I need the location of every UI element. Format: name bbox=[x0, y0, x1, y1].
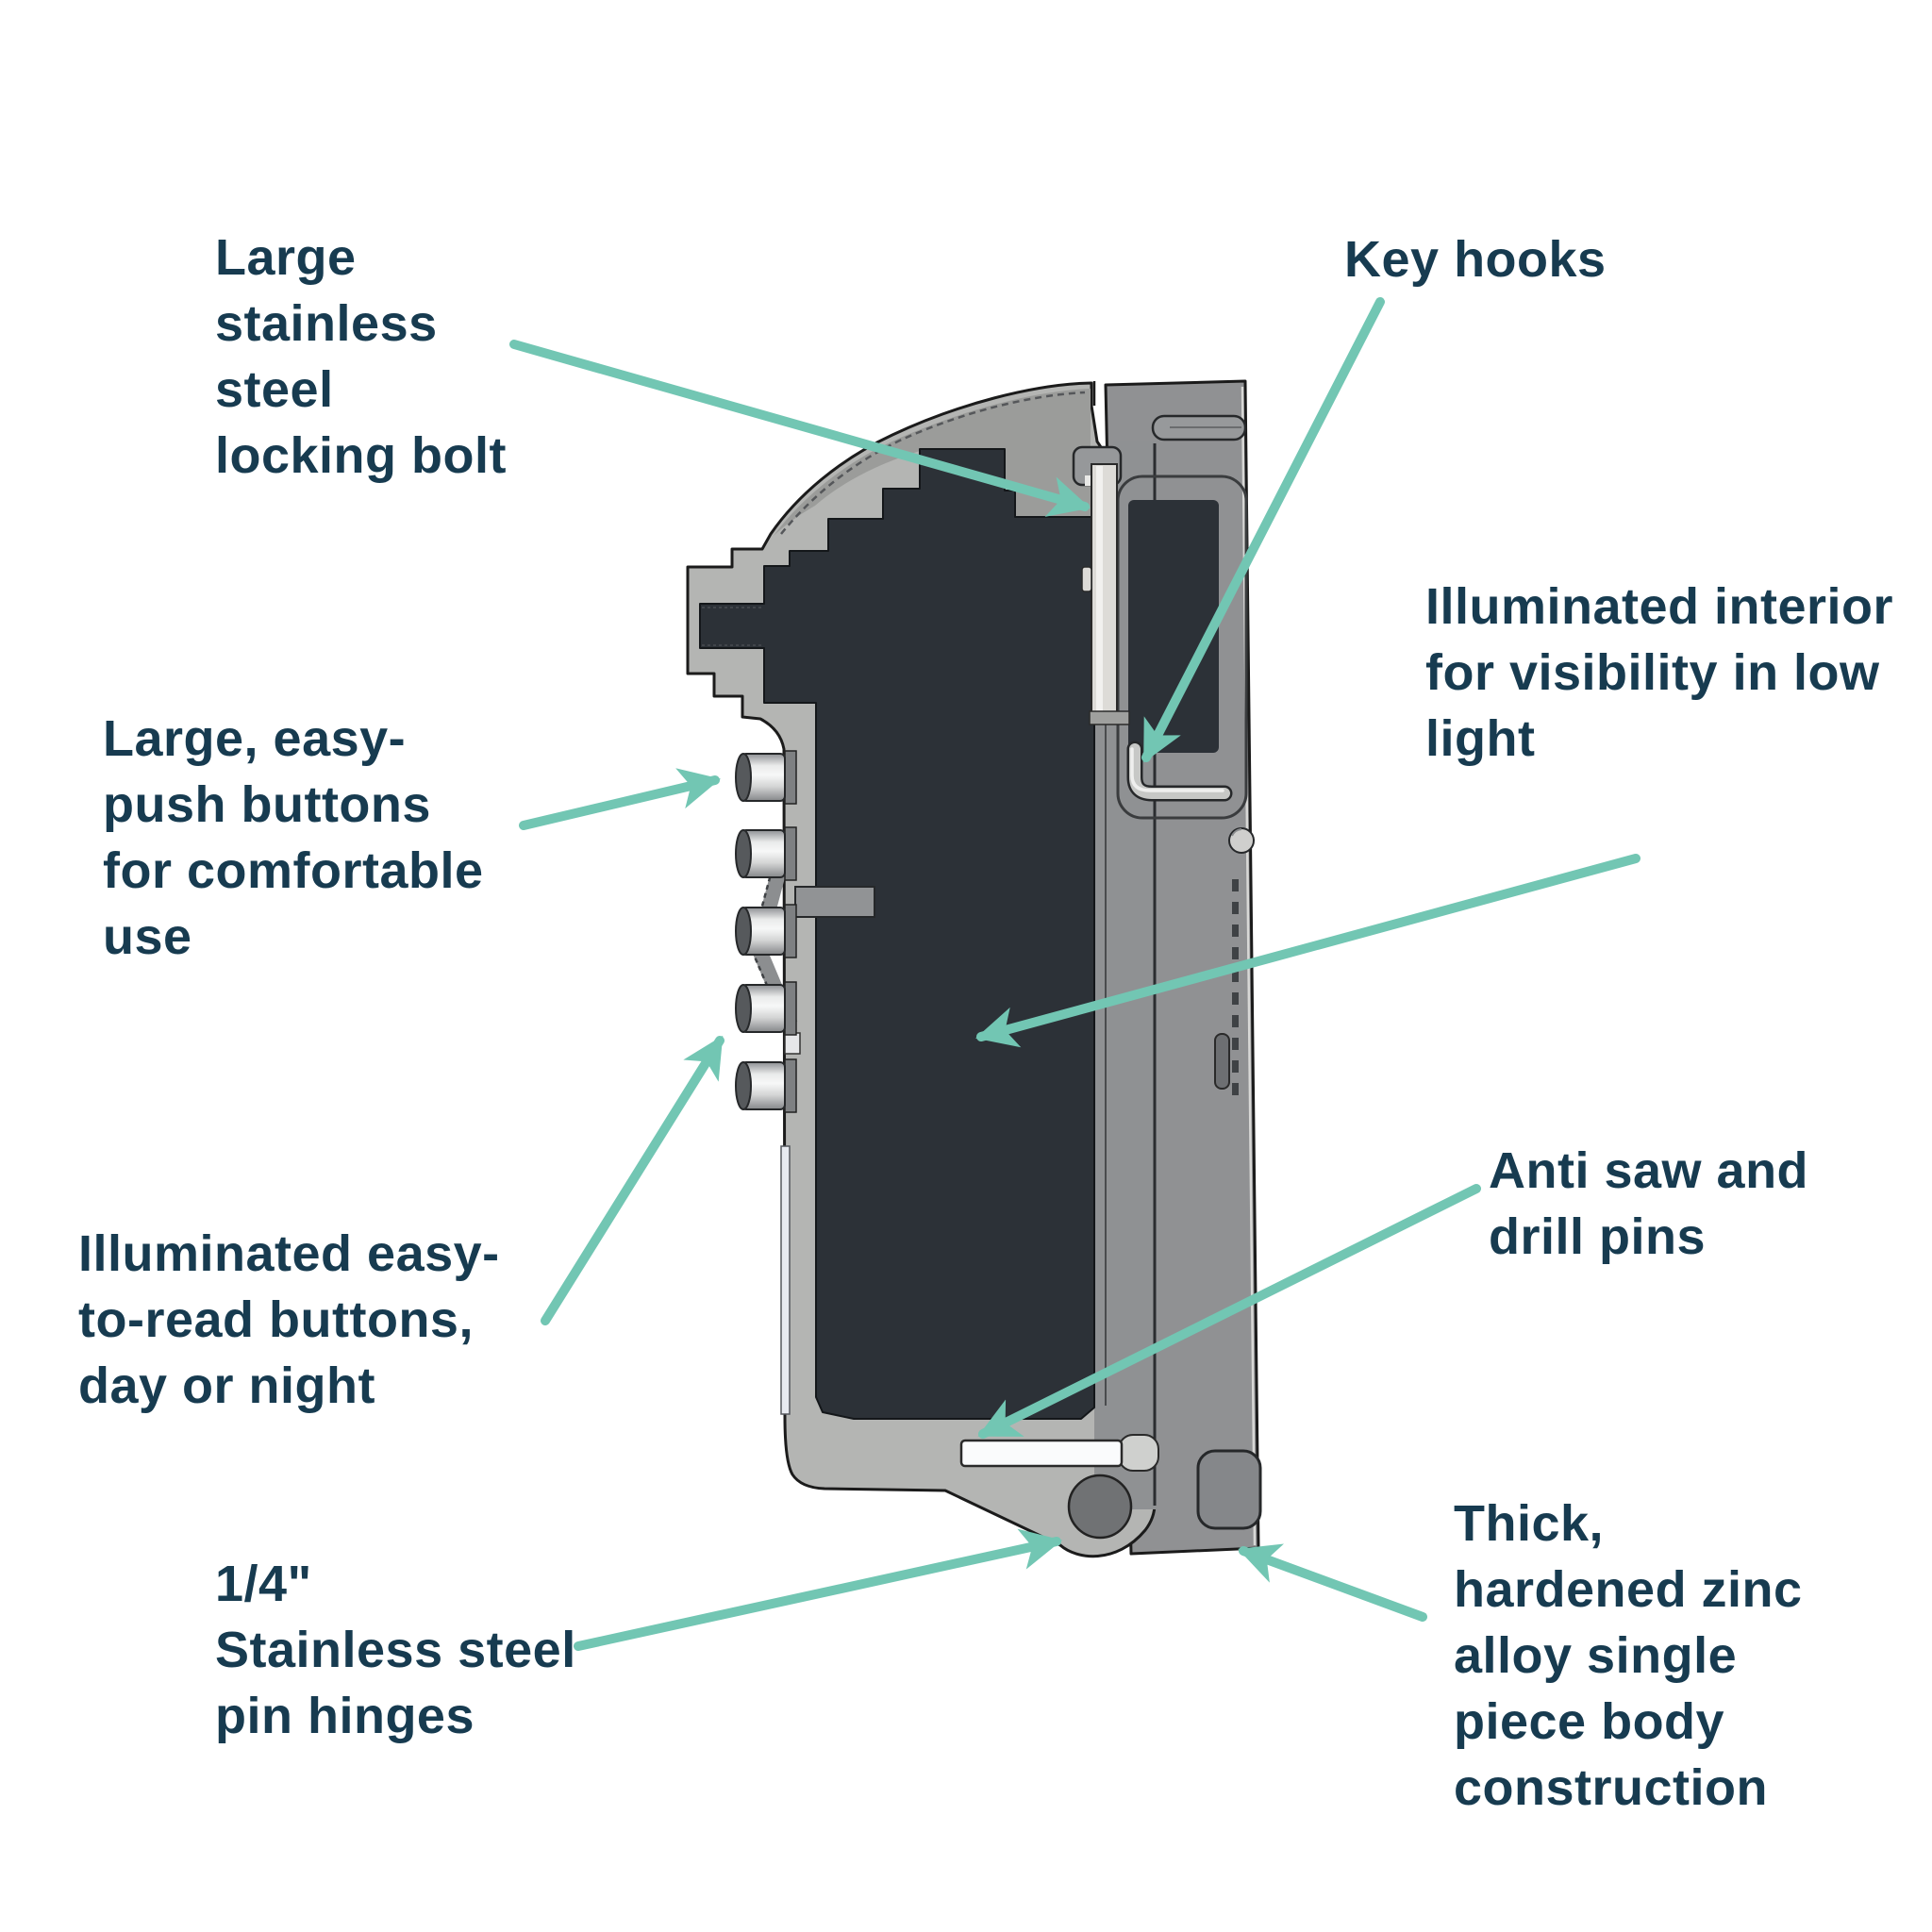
leader-illuminated-interior-line bbox=[975, 854, 1641, 1048]
leader-easy-push-line bbox=[519, 768, 721, 830]
leader-anti-saw-line bbox=[977, 1184, 1481, 1439]
edge-embossing-marks bbox=[1232, 879, 1239, 1095]
leader-locking-bolt-line bbox=[509, 340, 1091, 517]
mounting-slot bbox=[1151, 414, 1247, 441]
leader-key-hooks-line bbox=[1141, 297, 1385, 763]
keypad-button-4 bbox=[735, 981, 797, 1036]
callout-easy-push-buttons: Large, easy- push buttons for comfortabl… bbox=[103, 710, 484, 965]
bottom-catch-recess bbox=[1196, 1449, 1262, 1530]
locking-bolt bbox=[1072, 445, 1130, 725]
hinge-pin bbox=[1067, 1474, 1133, 1540]
keypad-button-1 bbox=[735, 750, 797, 805]
keypad-button-2 bbox=[735, 826, 797, 881]
anti-saw-pin bbox=[959, 1434, 1159, 1472]
callout-pin-hinges: 1/4" Stainless steel pin hinges bbox=[215, 1556, 576, 1744]
cavity-dark-recess bbox=[1128, 500, 1219, 753]
lock-shaft-thread-marks bbox=[702, 607, 762, 646]
edge-slot bbox=[1214, 1033, 1230, 1090]
callout-zinc-body: Thick, hardened zinc alloy single piece … bbox=[1454, 1495, 1803, 1816]
callout-key-hooks: Key hooks bbox=[1344, 231, 1607, 288]
leader-pin-hinges-line bbox=[574, 1528, 1063, 1651]
leader-illuminated-buttons-line bbox=[541, 1035, 724, 1325]
leader-zinc-body-line bbox=[1238, 1543, 1427, 1622]
dome-thread-hatching bbox=[780, 391, 1086, 535]
illumination-strip bbox=[780, 1145, 791, 1415]
keypad-shelf bbox=[794, 886, 875, 918]
interior-cavity bbox=[699, 448, 1095, 1420]
callout-illuminated-buttons: Illuminated easy- to-read buttons, day o… bbox=[78, 1225, 500, 1414]
latch-knob bbox=[1228, 827, 1255, 854]
keypad-button-5 bbox=[735, 1058, 797, 1113]
callout-anti-saw-drill-pins: Anti saw and drill pins bbox=[1489, 1142, 1809, 1265]
key-hook bbox=[1126, 741, 1233, 802]
keypad-buttons bbox=[735, 750, 797, 1113]
callout-locking-bolt: Large stainless steel locking bolt bbox=[215, 229, 507, 484]
gasket-end-block bbox=[784, 1032, 801, 1055]
keypad-button-3 bbox=[735, 904, 797, 958]
callout-illuminated-interior: Illuminated interior for visibility in l… bbox=[1425, 578, 1894, 767]
leader-arrows bbox=[509, 297, 1641, 1651]
safe-cross-section bbox=[686, 379, 1262, 1558]
